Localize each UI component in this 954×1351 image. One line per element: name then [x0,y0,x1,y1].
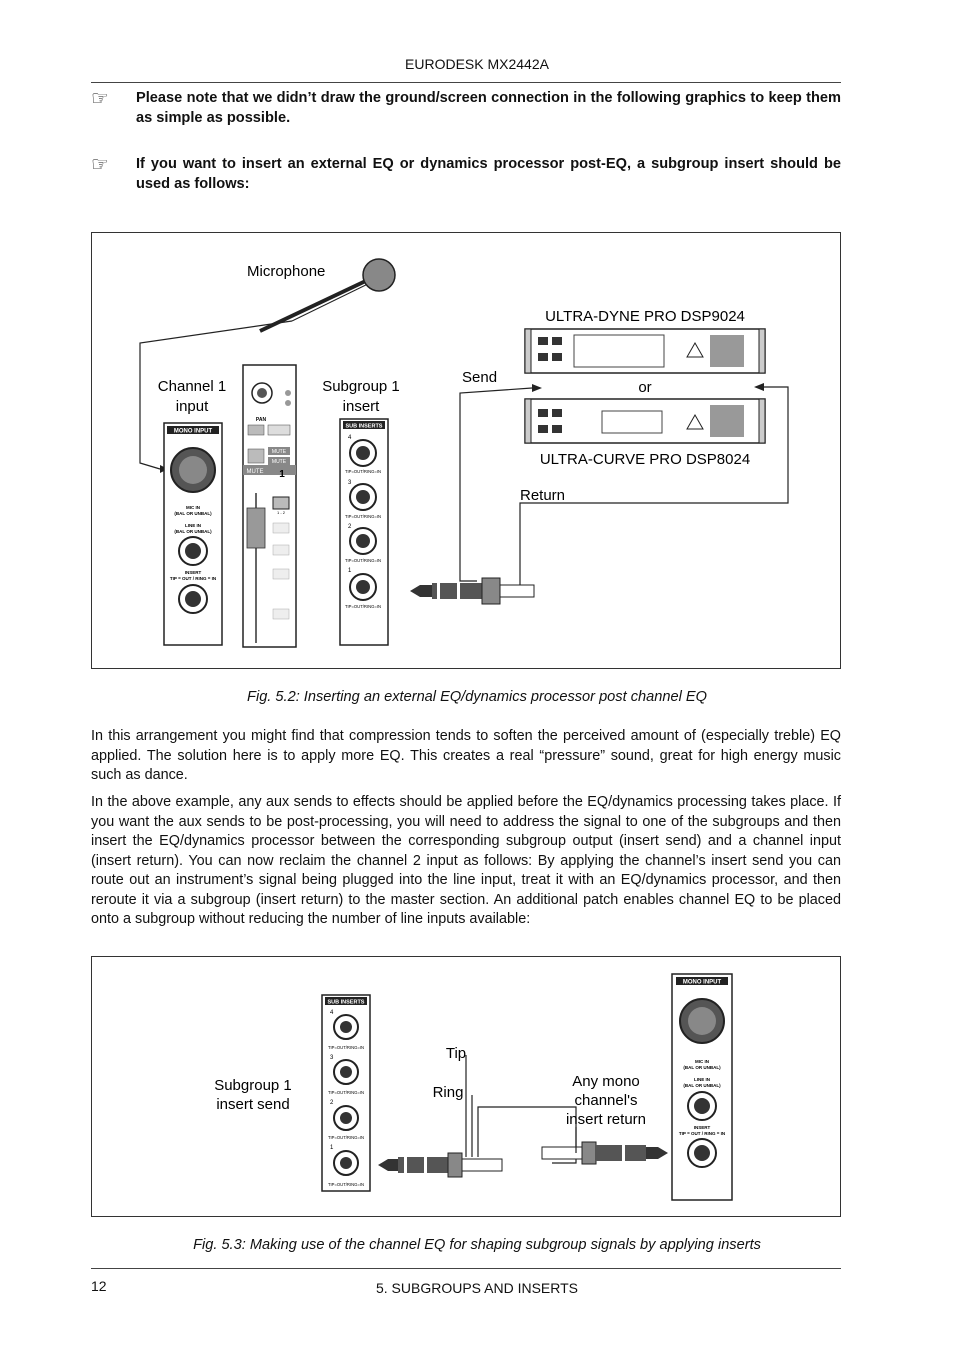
line-in-label: LINE IN [694,1077,710,1082]
mute-label-3: MUTE [247,469,264,475]
ring-label: Ring [433,1084,464,1101]
microphone-label: Microphone [247,263,325,280]
send-cable [459,387,533,582]
return-cable [519,386,789,585]
tip-label: Tip [446,1045,466,1062]
channel-input-label-1: Channel 1 [158,378,226,395]
mic-in-sublabel: (BAL OR UNBAL) [174,511,212,516]
paragraph-2: In the above example, any aux sends to e… [91,794,841,927]
ultra-curve-device [524,398,766,444]
note-2-text: If you want to insert an external EQ or … [136,156,841,192]
return-arrow [754,383,764,391]
footer-rule [91,1268,841,1269]
line-in-label: LINE IN [185,523,201,528]
sub-insert-number-4: 4 [330,1010,334,1016]
sub-insert-number-3: 3 [348,480,352,486]
any-mono-label-3: insert return [566,1111,646,1128]
header-rule [91,82,841,83]
send-label: Send [462,369,497,386]
ultra-dyne-device [524,328,766,374]
patch-cable [477,1106,577,1164]
header-title: EURODESK MX2442A [405,56,549,72]
insert-sublabel: TIP = OUT / RING = IN [679,1131,725,1136]
figure-5-3: Subgroup 1 insert send SUB INSERTS 4 TIP… [91,956,841,1217]
mono-input-title: MONO INPUT [174,429,213,435]
figure-5-3-caption: Fig. 5.3: Making use of the channel EQ f… [193,1237,761,1253]
device-bottom-label: ULTRA-CURVE PRO DSP8024 [540,451,750,468]
subgroup-insert-label-2: insert [343,398,381,415]
sub-insert-number-3: 3 [330,1055,334,1061]
sub-inserts-panel: SUB INSERTS 4 TIP=OUT/RING=IN 3 TIP=OUT/… [339,418,389,646]
footer-section: 5. SUBGROUPS AND INSERTS [375,1280,578,1296]
figure-5-3-diagram: Subgroup 1 insert send SUB INSERTS 4 TIP… [214,973,733,1201]
mute-label-2: MUTE [272,459,287,465]
send-arrow [532,384,542,392]
sub-insert-number-2: 2 [330,1100,334,1106]
sub-insert-jack-label: TIP=OUT/RING=IN [345,514,381,519]
insert-label: INSERT [185,570,202,575]
return-label: Return [520,487,565,504]
subgroup-send-label-2: insert send [216,1096,289,1113]
sub-inserts-title: SUB INSERTS [328,1000,365,1006]
mic-in-label: MIC IN [186,505,200,510]
subgroup-insert-label-1: Subgroup 1 [322,378,400,395]
channel-number: 1 [279,469,285,480]
sub-insert-jack-label: TIP=OUT/RING=IN [328,1182,364,1187]
microphone-icon [259,258,396,333]
pan-label: PAN [256,417,267,423]
mic-in-label: MIC IN [695,1059,709,1064]
routing-label: 1 - 2 [277,510,286,515]
or-label: or [638,379,651,396]
page-number: 12 [91,1278,107,1294]
channel-strip: PAN MUTE MUTE MUTE 1 1 - 2 [242,364,297,648]
sub-insert-jack-label: TIP=OUT/RING=IN [345,558,381,563]
pointing-hand-icon: ☞ [91,86,109,110]
subgroup-send-label-1: Subgroup 1 [214,1077,292,1094]
line-in-sublabel: (BAL OR UNBAL) [174,529,212,534]
figure-5-2: Microphone Channel 1 input MONO INPUT MI… [91,232,841,669]
jack-plug-icon [410,577,535,605]
sub-insert-jack-label: TIP=OUT/RING=IN [345,604,381,609]
sub-insert-number-1: 1 [330,1145,334,1151]
sub-insert-number-4: 4 [348,435,352,441]
insert-sublabel: TIP = OUT / RING = IN [170,576,216,581]
pointing-hand-icon: ☞ [91,152,109,176]
mute-label-1: MUTE [272,449,287,455]
sub-insert-jack-label: TIP=OUT/RING=IN [328,1045,364,1050]
jack-plug-right-icon [541,1141,668,1165]
mic-cable [139,320,293,470]
sub-inserts-title: SUB INSERTS [346,424,383,430]
sub-insert-number-2: 2 [348,524,352,530]
mono-input-title: MONO INPUT [683,980,722,986]
sub-inserts-panel: SUB INSERTS 4 TIP=OUT/RING=IN 3 TIP=OUT/… [321,994,371,1192]
mono-input-panel: MONO INPUT MIC IN (BAL OR UNBAL) LINE IN… [671,973,733,1201]
figure-5-2-diagram: Microphone Channel 1 input MONO INPUT MI… [139,258,789,648]
device-top-label: ULTRA-DYNE PRO DSP9024 [545,308,745,325]
mic-in-sublabel: (BAL OR UNBAL) [683,1065,721,1070]
channel-input-label-2: input [176,398,209,415]
sub-insert-jack-label: TIP=OUT/RING=IN [328,1135,364,1140]
figure-5-2-caption: Fig. 5.2: Inserting an external EQ/dynam… [247,689,707,705]
line-in-sublabel: (BAL OR UNBAL) [683,1083,721,1088]
note-1-text: Please note that we didn’t draw the grou… [136,90,841,126]
paragraph-1: In this arrangement you might find that … [91,728,841,783]
any-mono-label-1: Any mono [572,1073,640,1090]
any-mono-label-2: channel's [575,1092,638,1109]
sub-insert-jack-label: TIP=OUT/RING=IN [345,469,381,474]
jack-plug-left-icon [378,1152,503,1178]
insert-label: INSERT [694,1125,711,1130]
mono-input-panel: MONO INPUT MIC IN (BAL OR UNBAL) LINE IN… [163,422,223,646]
sub-insert-jack-label: TIP=OUT/RING=IN [328,1090,364,1095]
sub-insert-number-1: 1 [348,568,352,574]
